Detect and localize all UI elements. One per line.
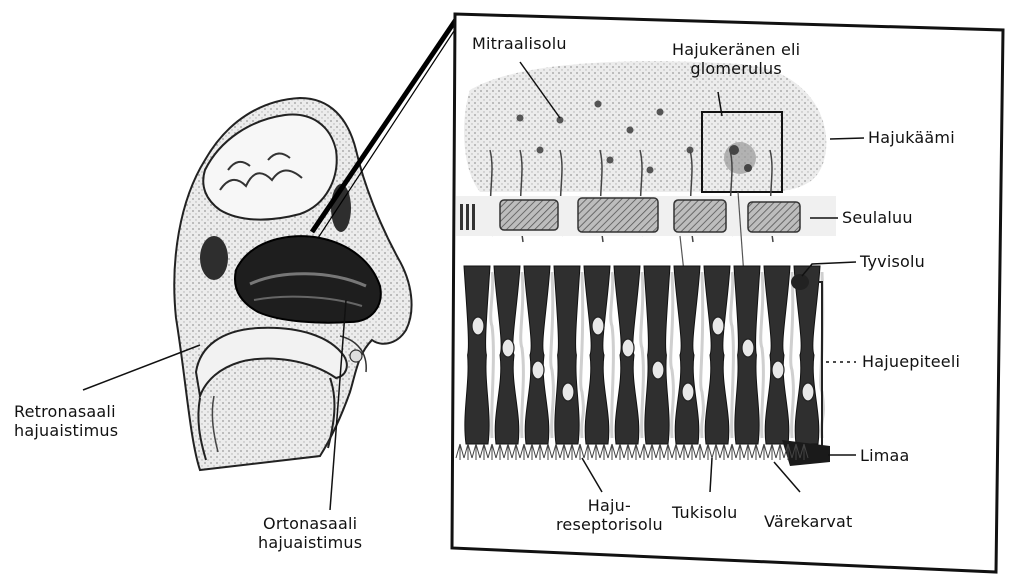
cribriform-bone-block xyxy=(500,200,558,230)
cell-nucleus xyxy=(562,383,574,401)
label-receptor-line1: Haju- xyxy=(556,496,663,515)
label-receptor-line2: reseptorisolu xyxy=(556,515,663,534)
mitral-cell-body xyxy=(517,115,524,122)
head-cross-section xyxy=(83,18,457,510)
label-retronasal-line2: hajuaistimus xyxy=(14,421,118,440)
cell-nucleus xyxy=(772,361,784,379)
label-cribriform-plate: Seulaluu xyxy=(842,208,913,227)
supporting-cell xyxy=(554,266,580,444)
magnified-panel xyxy=(452,14,1003,572)
label-glomerulus: Hajukeränen eli glomerulus xyxy=(672,40,800,78)
cribriform-bone-block xyxy=(578,198,658,232)
leader-bulb xyxy=(830,138,864,139)
cell-nucleus xyxy=(502,339,514,357)
label-glomerulus-line2: glomerulus xyxy=(672,59,800,78)
brain-folds xyxy=(203,115,336,220)
mitral-cell-body xyxy=(647,167,654,174)
mitral-cell-body xyxy=(607,157,614,164)
plate-bar xyxy=(472,204,475,230)
label-olfactory-epithelium: Hajuepiteeli xyxy=(862,352,960,371)
cell-nucleus xyxy=(592,317,604,335)
mitral-cell-body xyxy=(627,127,634,134)
supporting-cell xyxy=(464,266,490,444)
supporting-cell xyxy=(644,266,670,444)
cell-nucleus xyxy=(652,361,664,379)
label-orthonasal-line1: Ortonasaali xyxy=(258,514,362,533)
label-basal-cell: Tyvisolu xyxy=(860,252,925,271)
label-mucus: Limaa xyxy=(860,446,910,465)
plate-bar xyxy=(460,204,463,230)
label-retronasal: Retronasaali hajuaistimus xyxy=(14,402,118,440)
label-supporting-cell: Tukisolu xyxy=(672,503,738,522)
label-receptor-cell: Haju- reseptorisolu xyxy=(556,496,663,534)
cell-nucleus xyxy=(712,317,724,335)
sinus-left xyxy=(200,236,228,280)
mitral-cell-body xyxy=(595,101,602,108)
mitral-cell-body xyxy=(657,109,664,116)
label-mitral-cell: Mitraalisolu xyxy=(472,34,567,53)
label-orthonasal: Ortonasaali hajuaistimus xyxy=(258,514,362,552)
label-orthonasal-line2: hajuaistimus xyxy=(258,533,362,552)
label-olfactory-bulb: Hajukäämi xyxy=(868,128,955,147)
label-glomerulus-line1: Hajukeränen eli xyxy=(672,40,800,59)
cell-nucleus xyxy=(682,383,694,401)
cell-nucleus xyxy=(472,317,484,335)
label-cilia: Värekarvat xyxy=(764,512,853,531)
cribriform-bone-block xyxy=(748,202,800,232)
cell-nucleus xyxy=(802,383,814,401)
label-retronasal-line1: Retronasaali xyxy=(14,402,118,421)
basal-cell-body xyxy=(791,274,809,290)
plate-bar xyxy=(466,204,469,230)
cell-nucleus xyxy=(622,339,634,357)
cell-nucleus xyxy=(532,361,544,379)
cribriform-bone-block xyxy=(674,200,726,232)
cell-nucleus xyxy=(742,339,754,357)
mitral-cell-body xyxy=(537,147,544,154)
